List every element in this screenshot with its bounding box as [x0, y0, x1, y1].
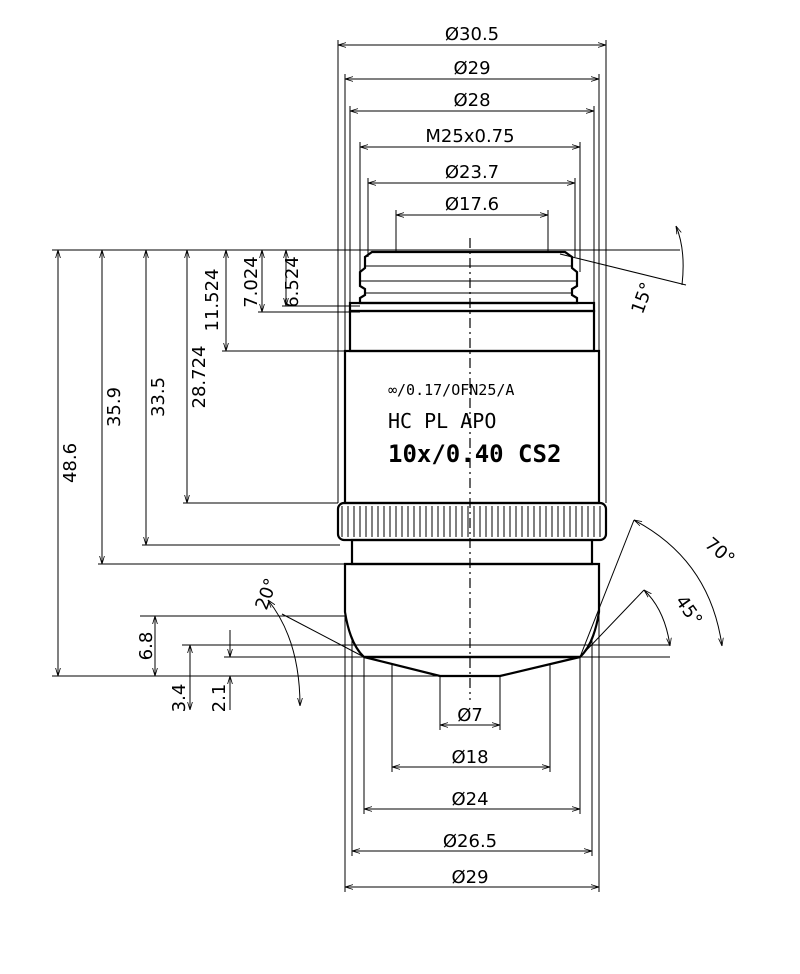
- dim-top-0: Ø30.5: [445, 24, 499, 45]
- dim-v-0: 48.6: [60, 443, 81, 483]
- dim-top-5: Ø17.6: [445, 194, 499, 215]
- shoulder: [348, 301, 596, 313]
- engraving-line3: 10x/0.40 CS2: [388, 440, 561, 468]
- dim-v-1: 35.9: [104, 387, 125, 427]
- dim-v-6: 6.524: [282, 256, 303, 308]
- dim-bottom-0: Ø7: [457, 705, 483, 726]
- dim-bottom-1: Ø18: [451, 747, 488, 768]
- angle-15: 15°: [628, 280, 659, 317]
- front-tip: [363, 655, 581, 678]
- dim-top-4: Ø23.7: [445, 162, 499, 183]
- dim-top-1: Ø29: [453, 58, 490, 79]
- bottom-dimensions: Ø7 Ø18 Ø24 Ø26.5 Ø29: [344, 612, 600, 892]
- angle-70: 70°: [701, 533, 739, 570]
- angle-20: 20°: [252, 576, 283, 613]
- dim-v-3: 28.724: [189, 346, 210, 409]
- dim-v-9: 2.1: [209, 684, 230, 713]
- dim-v-7: 6.8: [136, 632, 157, 661]
- thread-cap: [358, 250, 579, 305]
- dim-top-3: M25x0.75: [425, 126, 514, 147]
- objective-body: [336, 238, 608, 700]
- engraving-line1: ∞/0.17/OFN25/A: [388, 381, 514, 399]
- dim-bottom-4: Ø29: [451, 867, 488, 888]
- dim-bottom-3: Ø26.5: [443, 831, 497, 852]
- dim-bottom-2: Ø24: [451, 789, 488, 810]
- front-housing: [343, 562, 601, 659]
- dim-v-2: 33.5: [148, 377, 169, 417]
- dim-top-2: Ø28: [453, 90, 490, 111]
- dim-v-8: 3.4: [169, 684, 190, 713]
- vertical-dimensions: 48.6 35.9 33.5 28.724 11.524 7.024 6.524…: [52, 249, 680, 713]
- engraving-line2: HC PL APO: [388, 409, 496, 433]
- dim-v-4: 11.524: [202, 269, 223, 332]
- dim-v-5: 7.024: [241, 256, 262, 308]
- angle-45: 45°: [671, 592, 707, 630]
- neck: [350, 538, 594, 566]
